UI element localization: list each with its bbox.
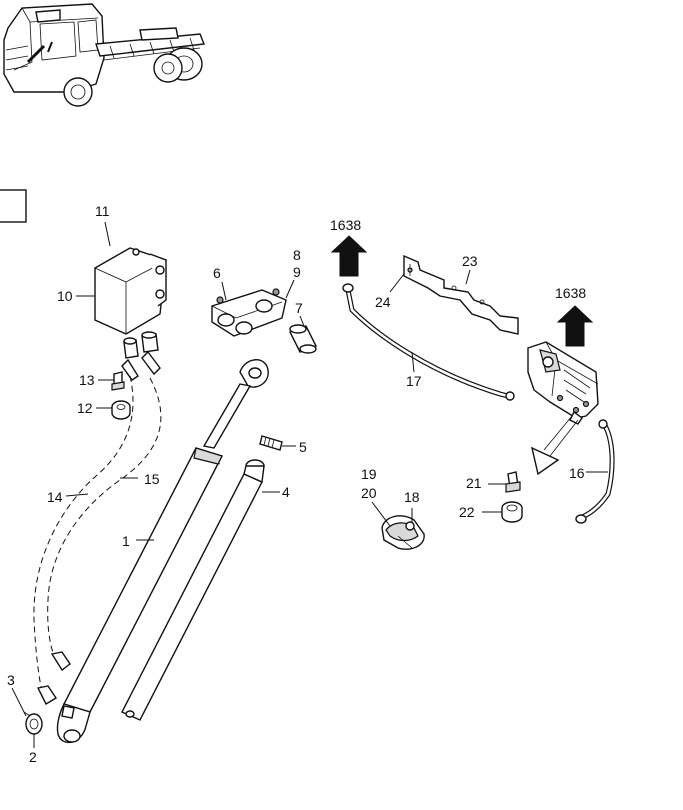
nipple-part (111, 371, 125, 391)
callout-16: 16 (569, 465, 585, 481)
pin-small-part (259, 435, 283, 451)
leader-lines (11, 221, 608, 748)
pump-reservoir-part (94, 247, 167, 381)
callout-8: 8 (293, 247, 301, 263)
pipe-right-part (575, 419, 615, 524)
reference-arrow-left (330, 235, 368, 277)
callout-9: 9 (293, 264, 301, 280)
callout-11: 11 (95, 203, 110, 219)
pivot-pin-part (289, 324, 317, 354)
hoses-part (33, 375, 162, 705)
callout-14: 14 (47, 489, 63, 505)
clamp-part (381, 515, 425, 550)
nipple-right-part (505, 471, 521, 493)
nut-part (111, 400, 131, 420)
callout-23: 23 (462, 253, 478, 269)
view-marker-box (0, 189, 27, 223)
callout-2: 2 (29, 749, 37, 765)
sleeve-part (121, 459, 265, 721)
mounting-plate-part (403, 254, 519, 335)
callout-22: 22 (459, 504, 475, 520)
callout-20: 20 (361, 485, 377, 501)
reference-label-left: 1638 (330, 217, 361, 233)
callout-1: 1 (122, 533, 130, 549)
callout-5: 5 (299, 439, 307, 455)
callout-10: 10 (57, 288, 73, 304)
nut-right-part (501, 501, 523, 523)
callout-24: 24 (375, 294, 391, 310)
callout-4: 4 (282, 484, 290, 500)
callout-15: 15 (144, 471, 160, 487)
callout-13: 13 (79, 372, 95, 388)
callout-6: 6 (213, 265, 221, 281)
callout-17: 17 (406, 373, 422, 389)
callout-7: 7 (295, 300, 303, 316)
seal-ring-part (23, 711, 43, 735)
pipe-part (342, 283, 515, 401)
bracket-part (211, 288, 287, 337)
tilt-cylinder-part (56, 359, 269, 744)
lock-unit-part (527, 341, 599, 425)
reference-arrow-right (556, 305, 594, 347)
callout-18: 18 (404, 489, 420, 505)
callout-12: 12 (77, 400, 93, 416)
truck-locator-thumbnail (3, 3, 205, 107)
callout-19: 19 (361, 466, 377, 482)
direction-arrow (530, 415, 579, 476)
reference-label-right: 1638 (555, 285, 586, 301)
callout-3: 3 (7, 672, 15, 688)
callout-21: 21 (466, 475, 482, 491)
